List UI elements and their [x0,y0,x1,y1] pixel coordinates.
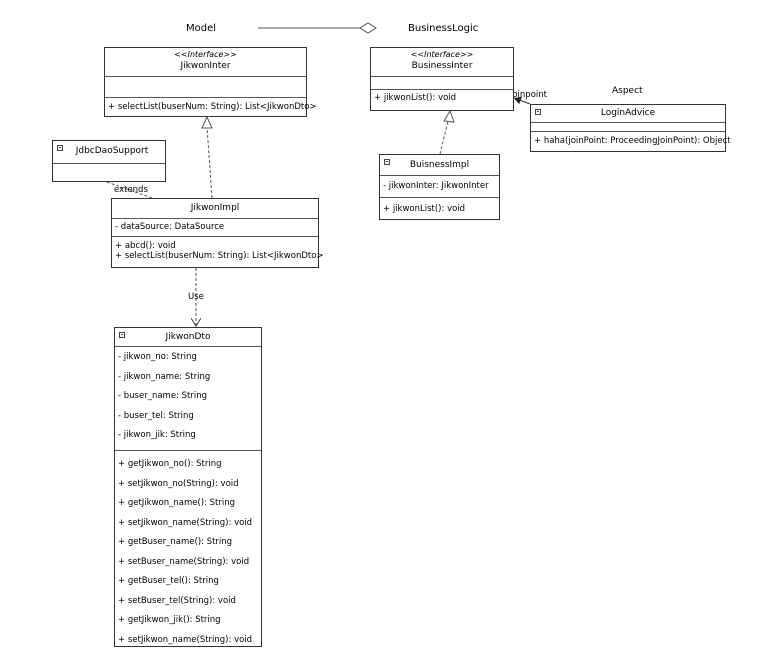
jikwon-dto-method: + getJikwon_jik(): String [118,615,221,625]
joinpoint-label: joinpoint [510,90,547,100]
jdbc-dao-support-name: JdbcDaoSupport [75,146,149,156]
businessinter-realization-head [443,109,455,123]
business-inter-class[interactable]: <<Interface>> BusinessInter + jikwonList… [370,47,514,111]
jikwon-dto-header: JikwonDto [115,328,261,347]
jikwon-impl-attributes: - dataSource: DataSource [112,219,318,237]
class-icon [57,145,63,151]
jikwon-dto-method: + getBuser_tel(): String [118,576,219,586]
jikwon-inter-name: JikwonInter [180,61,231,71]
business-inter-methods: + jikwonList(): void [371,90,513,103]
jikwon-dto-method: + setBuser_name(String): void [118,556,250,567]
jikwon-dto-attributes: - jikwon_no: String - jikwon_name: Strin… [115,347,261,451]
jikwon-dto-attribute: - buser_name: String [118,391,207,401]
jikwon-dto-method: + setJikwon_no(String): void [118,478,239,489]
jdbc-dao-support-class[interactable]: JdbcDaoSupport [52,140,166,182]
jikwon-dto-methods: + getJikwon_no(): String + setJikwon_no(… [115,451,261,654]
class-icon [384,159,390,165]
jikwon-dto-attribute: - jikwon_no: String [118,352,197,362]
jikwon-dto-attribute: - jikwon_jik: String [118,430,196,440]
login-advice-header: LoginAdvice [531,105,725,123]
jikwon-impl-attribute: - dataSource: DataSource [115,222,225,232]
login-advice-methods: + haha(joinPoint: ProceedingJoinPoint): … [531,132,731,146]
jikwon-inter-methods: + selectList(buserNum: String): List<Jik… [105,98,317,112]
jikwon-inter-attributes [105,77,306,98]
jikwon-dto-method: + getJikwon_no(): String [118,459,222,469]
class-icon [119,332,125,338]
jikwon-dto-method: + setBuser_tel(String): void [118,595,236,606]
jikwon-dto-method: + setJikwon_name(String): void [118,517,253,528]
jikwon-dto-method: + getBuser_name(): String [118,537,233,547]
jikwon-dto-attribute: - jikwon_name: String [118,371,211,382]
jikwon-dto-class[interactable]: JikwonDto - jikwon_no: String - jikwon_n… [114,327,262,647]
login-advice-method: + haha(joinPoint: ProceedingJoinPoint): … [534,136,731,146]
business-inter-header: <<Interface>> BusinessInter [371,48,513,77]
jikwon-dto-name: JikwonDto [165,332,211,342]
jikwon-dto-attribute: - buser_tel: String [118,410,194,421]
business-logic-label: BusinessLogic [408,23,479,34]
business-impl-header: BuisnessImpl [380,155,499,176]
business-inter-stereotype: <<Interface>> [410,50,474,59]
business-impl-attribute: - jikwonInter: JikwonInter [383,181,489,191]
model-label: Model [186,23,217,34]
business-impl-methods: + jikwonList(): void [380,198,499,214]
business-inter-name: BusinessInter [411,61,473,71]
business-impl-method: + jikwonList(): void [383,204,466,214]
business-impl-attributes: - jikwonInter: JikwonInter [380,176,499,198]
jikwon-impl-name: JikwonImpl [190,203,240,213]
businessimpl-realization-line [439,120,449,155]
business-inter-method: + jikwonList(): void [374,93,457,103]
joinpoint-association-line [513,96,531,105]
business-inter-attributes [371,77,513,90]
jikwon-dto-method: + setJikwon_name(String): void [118,634,253,645]
jikwon-inter-class[interactable]: <<Interface>> JikwonInter + selectList(b… [104,47,317,117]
jdbc-dao-support-header: JdbcDaoSupport [53,141,165,164]
aspect-label: Aspect [612,86,643,96]
jikwon-dto-method: + getJikwon_name(): String [118,498,236,508]
class-icon [535,109,541,115]
login-advice-class[interactable]: LoginAdvice + haha(joinPoint: Proceeding… [530,104,731,152]
use-label: Use [188,292,204,302]
jikwon-inter-stereotype: <<Interface>> [174,50,237,59]
jikwonimpl-realization-line [206,126,213,199]
jikwon-impl-header: JikwonImpl [112,199,318,219]
jikwoninter-realization-head [201,115,213,129]
extends-label: extends [114,185,148,195]
business-impl-name: BuisnessImpl [409,160,470,170]
jikwon-impl-methods: + abcd(): void + selectList(buserNum: St… [112,237,324,261]
jikwon-inter-header: <<Interface>> JikwonInter [105,48,306,77]
login-advice-name: LoginAdvice [600,108,656,118]
extends-line [103,180,153,199]
jikwon-inter-method: + selectList(buserNum: String): List<Jik… [108,102,317,112]
jikwon-impl-method: + abcd(): void [115,241,176,251]
login-advice-attributes [531,123,725,132]
jikwon-impl-method: + selectList(buserNum: String): List<Jik… [115,251,324,261]
aggregation-diamond [359,22,377,34]
business-impl-class[interactable]: BuisnessImpl - jikwonInter: JikwonInter … [379,154,500,220]
jikwon-impl-class[interactable]: JikwonImpl - dataSource: DataSource + ab… [111,198,324,268]
